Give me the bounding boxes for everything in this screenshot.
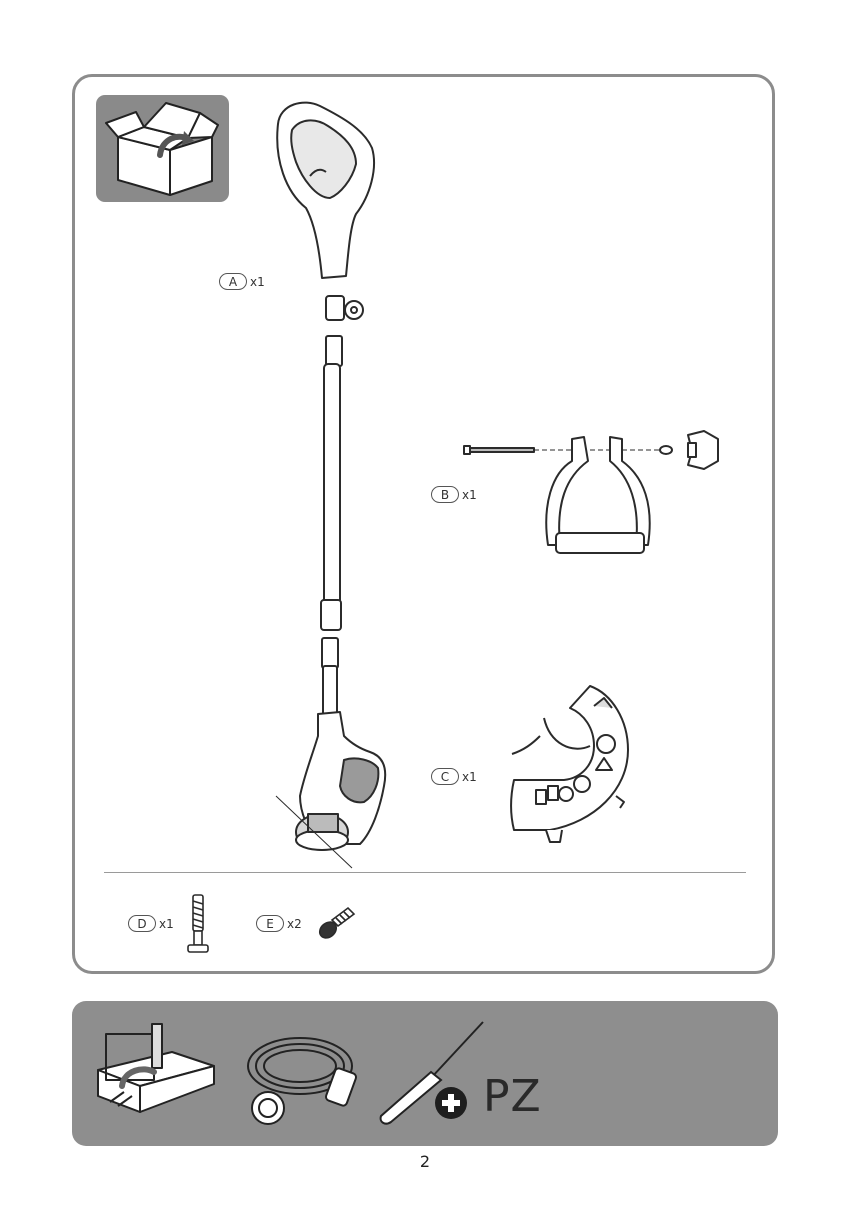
part-a-letter: A [219,273,247,290]
section-divider [104,872,746,873]
screwdriver-type-label: PZ [483,1075,542,1119]
part-d-label: D x1 [128,915,174,932]
part-d-letter: D [128,915,156,932]
screw-icon [316,906,356,940]
part-e-letter: E [256,915,284,932]
auxiliary-handle-illustration [460,425,730,565]
part-c-label: C x1 [431,768,477,785]
open-box-icon [96,95,229,202]
unpacking-badge [96,95,229,202]
part-e-qty: x2 [287,917,302,931]
guard-illustration [504,680,644,850]
trimmer-illustration [260,96,420,876]
part-b-letter: B [431,486,459,503]
part-a-qty: x1 [250,275,265,289]
part-c-qty: x1 [462,770,477,784]
plus-circle-icon [434,1086,468,1120]
bolt-icon [186,893,210,955]
extension-cable-icon [244,1024,360,1134]
workbench-icon [92,1022,222,1122]
page-number: 2 [0,1152,850,1171]
part-b-qty: x1 [462,488,477,502]
part-d-qty: x1 [159,917,174,931]
part-a-label: A x1 [219,273,265,290]
part-c-letter: C [431,768,459,785]
part-b-label: B x1 [431,486,477,503]
part-e-label: E x2 [256,915,302,932]
